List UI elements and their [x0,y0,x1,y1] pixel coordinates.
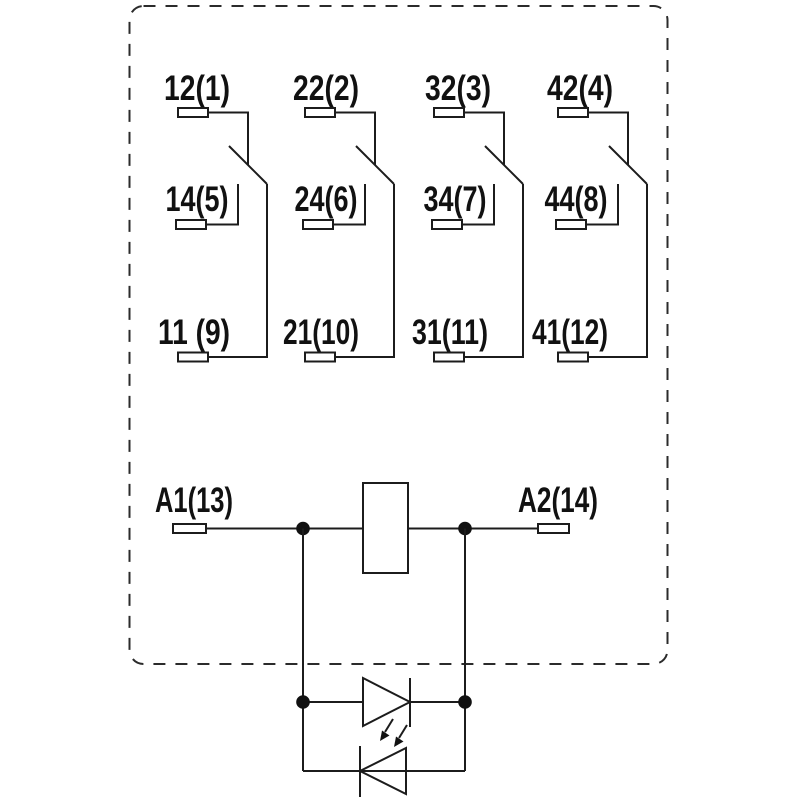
coil-terminal-a1-label: A1(13) [155,481,233,520]
terminal-pin [433,107,465,118]
terminal-pin [304,351,336,363]
coil-section: A1(13) A2(14) [155,481,598,574]
no-terminal-label: 44(8) [545,180,608,219]
common-terminal-label: 21(10) [283,313,359,352]
terminal-pin [177,107,209,118]
led-emission-arrows-icon [380,718,408,747]
terminal-pin [557,351,589,363]
no-wire [333,184,366,226]
terminal-pin [177,351,209,363]
changeover-contact-pole-1: 12(1) 14(5) 11 (9) [158,69,268,363]
terminal-pin [175,219,207,230]
changeover-contact-pole-2: 22(2) 24(6) 21(10) [283,69,395,363]
no-wire [586,184,619,226]
common-wire [208,184,268,358]
contact-blade [608,145,648,185]
coil-symbol [362,482,409,574]
changeover-contact-pole-4: 42(4) 44(8) 41(12) [532,69,648,363]
nc-terminal-label: 42(4) [547,69,613,108]
nc-wire [588,111,629,165]
terminal-pin [172,523,207,534]
nc-terminal-label: 12(1) [164,69,230,108]
diode-symbol [357,746,407,796]
common-terminal-label: 41(12) [532,313,608,352]
nc-wire [464,111,505,165]
common-terminal-label: 11 (9) [158,313,230,352]
no-wire [462,184,495,226]
terminal-pin [537,523,570,534]
nc-terminal-label: 32(3) [425,69,491,108]
nc-wire [208,111,249,165]
contact-blade [484,145,524,185]
contact-blade [355,145,395,185]
contact-blade [228,145,268,185]
junction-dot [458,695,472,709]
no-terminal-label: 24(6) [295,180,358,219]
nc-terminal-label: 22(2) [293,69,359,108]
terminal-pin [431,219,463,230]
common-wire [464,184,524,358]
dashed-enclosure [128,5,669,665]
terminal-pin [557,107,589,118]
no-terminal-label: 14(5) [166,180,229,219]
common-wire [335,184,395,358]
suppression-section [296,528,472,797]
common-terminal-label: 31(11) [412,313,488,352]
common-wire [588,184,648,358]
terminal-pin [304,107,336,118]
led-symbol [362,676,413,728]
no-terminal-label: 34(7) [424,180,487,219]
terminal-pin [433,351,465,363]
terminal-pin [555,219,587,230]
nc-wire [335,111,376,165]
changeover-contact-pole-3: 32(3) 34(7) 31(11) [412,69,524,363]
coil-terminal-a2-label: A2(14) [518,481,598,520]
terminal-pin [302,219,334,230]
no-wire [206,184,239,226]
junction-dot [296,695,310,709]
